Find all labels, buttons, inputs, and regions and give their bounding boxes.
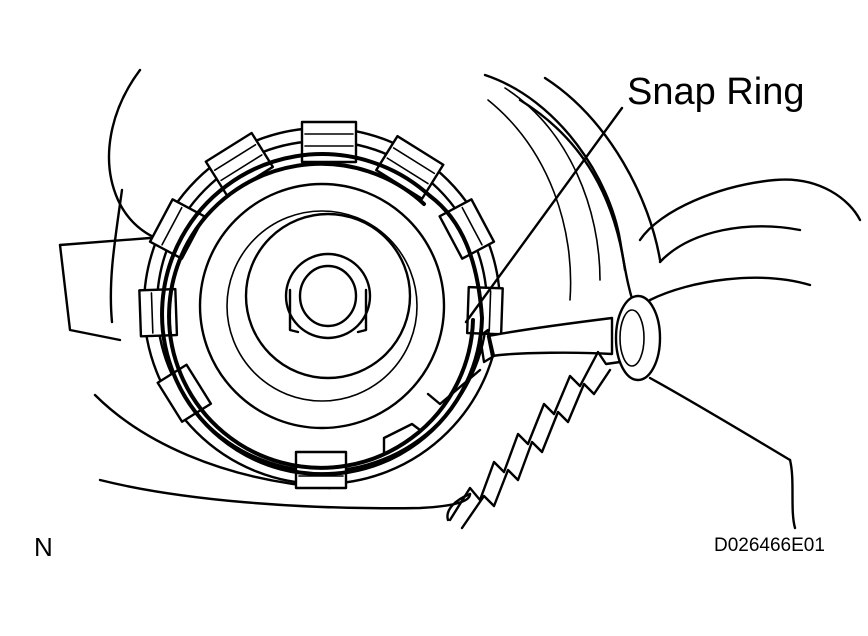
hub (198, 182, 446, 430)
case-edge (788, 458, 797, 530)
gear-teeth (448, 350, 622, 530)
figure-code: D026466E01 (714, 535, 825, 556)
snap-ring-label: Snap Ring (627, 71, 805, 113)
callout-leader (464, 106, 624, 324)
screwdriver (478, 276, 812, 462)
snap-ring (160, 152, 484, 477)
clutch-drum (142, 126, 502, 486)
corner-mark: N (34, 532, 53, 562)
transmission-housing (58, 68, 862, 522)
